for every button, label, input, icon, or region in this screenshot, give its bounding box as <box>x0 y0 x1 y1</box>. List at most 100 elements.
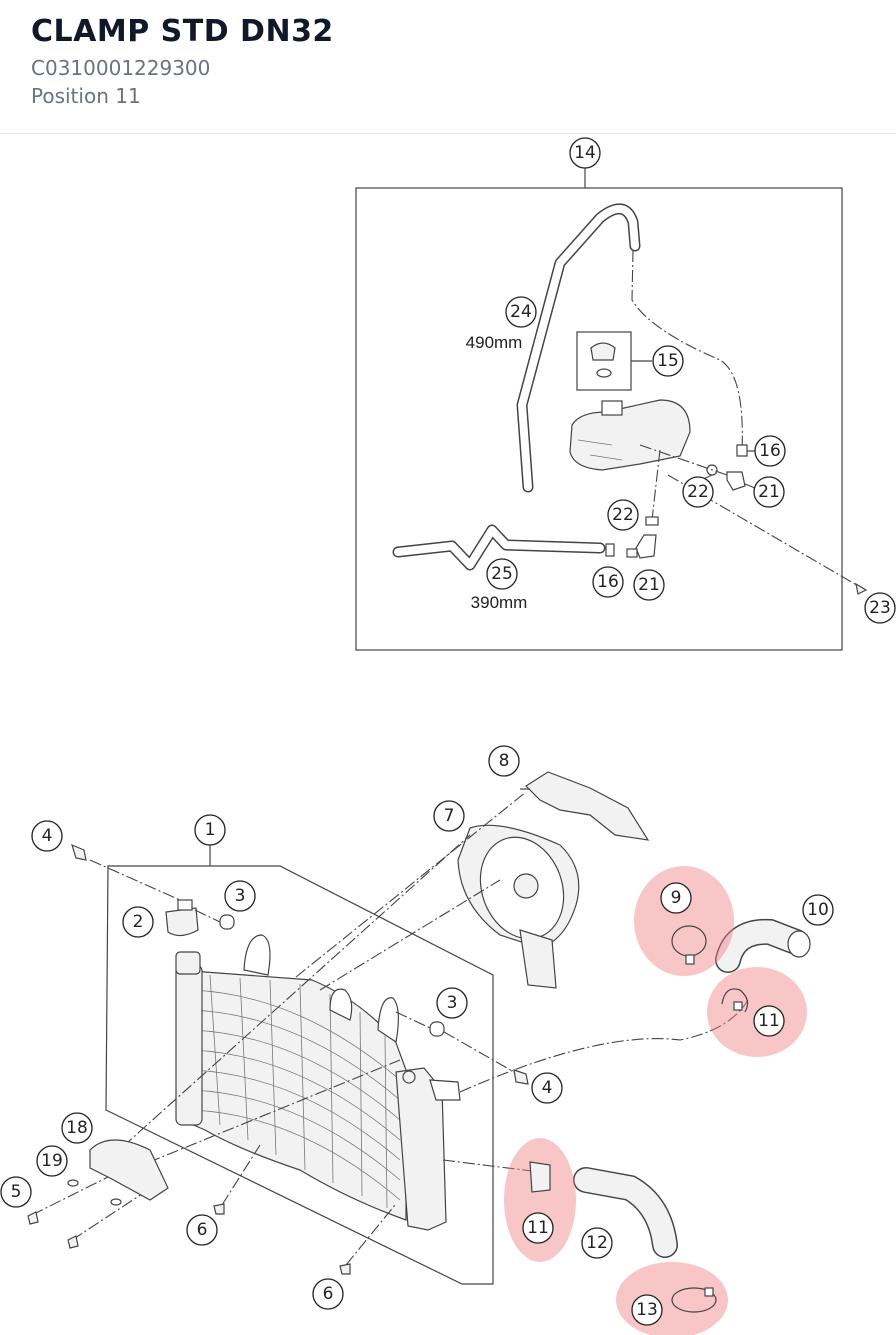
callout-16b: 16 <box>592 566 624 598</box>
callout-8: 8 <box>488 745 520 777</box>
svg-text:4: 4 <box>42 826 53 846</box>
svg-text:9: 9 <box>671 888 682 908</box>
hose-clamp-11b[interactable] <box>529 1161 551 1193</box>
callout-22a: 22 <box>682 476 714 508</box>
cap-box <box>576 331 632 391</box>
svg-text:16: 16 <box>759 441 781 461</box>
svg-text:2: 2 <box>133 912 144 932</box>
callout-11a[interactable]: 11 <box>753 1005 785 1037</box>
highlight-clamp-9 <box>634 866 734 976</box>
callout-13: 13 <box>631 1294 663 1326</box>
svg-text:22: 22 <box>687 482 709 502</box>
radiator-filler-neck <box>175 951 201 975</box>
callout-9[interactable]: 9 <box>660 882 692 914</box>
svg-text:16: 16 <box>597 572 619 592</box>
svg-text:8: 8 <box>499 751 510 771</box>
callout-12: 12 <box>581 1227 613 1259</box>
callout-24: 24 <box>505 296 537 328</box>
screw-5b <box>67 1235 79 1249</box>
svg-text:6: 6 <box>197 1220 208 1240</box>
radiator-assembly-group <box>27 771 811 1335</box>
callout-11b[interactable]: 11 <box>522 1212 554 1244</box>
part-title: CLAMP STD DN32 <box>31 14 334 49</box>
svg-text:22: 22 <box>612 505 634 525</box>
tank-assembly-group: 490mm 390mm <box>355 167 868 651</box>
grommet-3b <box>429 1021 445 1037</box>
hose-clamp-11a[interactable] <box>721 988 749 1013</box>
svg-text:11: 11 <box>758 1011 780 1031</box>
highlight-clamp-11b <box>504 1138 576 1262</box>
hose-25-length: 390mm <box>471 593 528 612</box>
callout-14: 14 <box>569 137 601 169</box>
radiator-assembly-frame <box>105 865 494 1285</box>
elbow-fitting-21b <box>635 534 657 559</box>
svg-text:4: 4 <box>542 1078 553 1098</box>
fan-bracket <box>525 771 650 841</box>
screw-5a <box>27 1211 39 1225</box>
part-header: CLAMP STD DN32 C0310001229300 Position 1… <box>0 0 896 134</box>
elbow-fitting-21a <box>726 471 746 491</box>
hose-clamp-13 <box>671 1287 717 1313</box>
screw-23 <box>855 582 868 595</box>
callout-22b: 22 <box>607 499 639 531</box>
washer-19b <box>110 1198 122 1206</box>
callout-15: 15 <box>652 345 684 377</box>
svg-text:19: 19 <box>41 1151 63 1171</box>
bolt-4b <box>513 1069 529 1085</box>
svg-text:21: 21 <box>758 482 780 502</box>
svg-text:5: 5 <box>11 1182 22 1202</box>
svg-text:3: 3 <box>447 993 458 1013</box>
radiator-right-tank <box>395 1067 447 1231</box>
radiator-bracket <box>89 1139 169 1201</box>
screw-6b <box>339 1263 351 1275</box>
callout-3a: 3 <box>224 880 256 912</box>
svg-text:14: 14 <box>574 143 596 163</box>
svg-text:6: 6 <box>323 1284 334 1304</box>
svg-text:15: 15 <box>657 351 679 371</box>
svg-text:1: 1 <box>205 820 216 840</box>
tank-cap <box>590 342 616 361</box>
callout-6b: 6 <box>312 1278 344 1310</box>
screw-6a <box>213 1203 225 1215</box>
callout-21a: 21 <box>753 476 785 508</box>
svg-text:13: 13 <box>636 1300 658 1320</box>
svg-text:18: 18 <box>66 1118 88 1138</box>
callout-4b: 4 <box>531 1072 563 1104</box>
callout-1: 1 <box>194 814 226 846</box>
radiator-cap <box>165 907 199 937</box>
callout-19: 19 <box>36 1145 68 1177</box>
washer-19a <box>67 1179 79 1187</box>
callout-21b: 21 <box>633 569 665 601</box>
svg-text:25: 25 <box>491 564 513 584</box>
callout-3b: 3 <box>436 987 468 1019</box>
callout-25: 25 <box>486 558 518 590</box>
part-position: Position 11 <box>31 84 141 108</box>
hose-24-length: 490mm <box>466 333 523 352</box>
callout-16a: 16 <box>754 435 786 467</box>
svg-text:10: 10 <box>807 900 829 920</box>
svg-text:3: 3 <box>235 886 246 906</box>
callout-18: 18 <box>61 1112 93 1144</box>
callout-4a: 4 <box>31 820 63 852</box>
svg-text:7: 7 <box>444 806 455 826</box>
part-number: C0310001229300 <box>31 56 211 80</box>
grommet-3a <box>219 914 235 930</box>
bolt-4a <box>71 843 87 861</box>
tank-assembly-frame <box>355 187 843 651</box>
expansion-tank <box>569 399 691 471</box>
hose-clamp-16b <box>605 543 615 557</box>
callout-10: 10 <box>802 894 834 926</box>
callout-2: 2 <box>122 906 154 938</box>
radiator-left-tank <box>175 964 203 1126</box>
callout-5: 5 <box>0 1176 32 1208</box>
svg-text:23: 23 <box>869 598 891 618</box>
hose-clamp-22b <box>645 516 659 526</box>
svg-text:24: 24 <box>510 302 532 322</box>
svg-text:11: 11 <box>527 1218 549 1238</box>
radiator-core <box>177 969 407 1221</box>
callout-6a: 6 <box>186 1214 218 1246</box>
svg-text:21: 21 <box>638 575 660 595</box>
callout-7: 7 <box>433 800 465 832</box>
hose-clamp-16a <box>736 444 748 457</box>
